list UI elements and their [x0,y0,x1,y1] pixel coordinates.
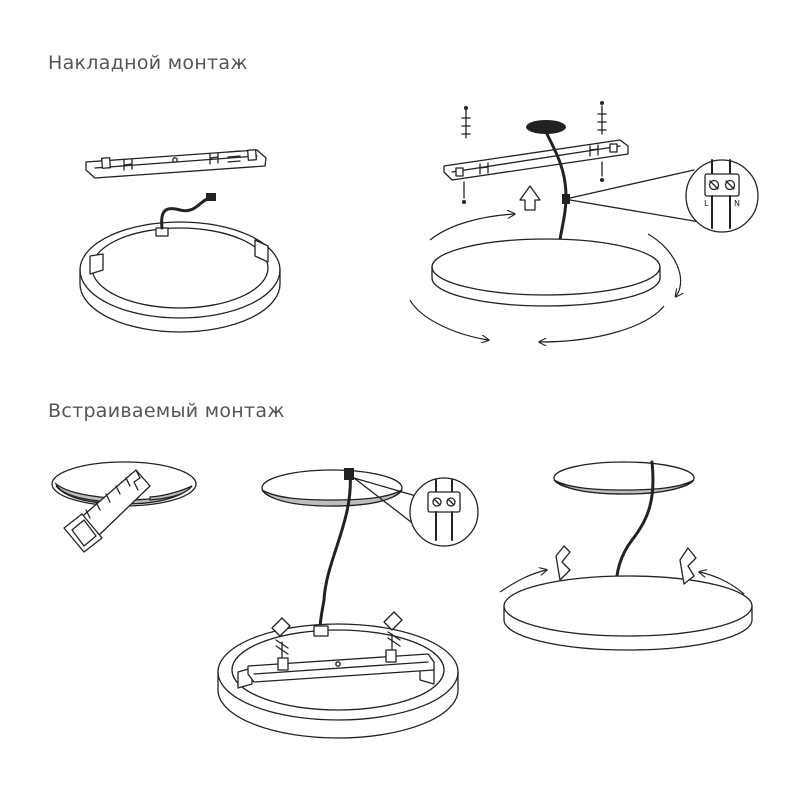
surface-step2-ceiling-hole [526,120,566,134]
rotation-arrows [409,214,681,342]
terminal-label-l: L [704,199,709,208]
recessed-step3-ceiling-cutout [553,461,695,495]
surface-step2-lamp-disc [431,130,661,307]
surface-mount-heading: Накладной монтаж [48,52,248,74]
recessed-mount-heading: Встраиваемый монтаж [48,400,285,422]
saw-icon [63,469,151,553]
surface-step2-terminal-callout: L N [569,159,759,233]
surface-step1-lamp-housing [79,193,281,333]
surface-step1-mounting-bracket [85,149,267,179]
recessed-step3-lamp-disc [503,460,753,651]
up-arrow [519,185,541,211]
surface-step2-anchors [461,101,607,204]
spring-clip-arrows [499,570,745,595]
recessed-step2-ceiling-cutout [261,469,403,507]
terminal-label-n: N [734,199,740,208]
recessed-step2-terminal-callout [353,477,479,547]
surface-step2-mounting-bracket [443,139,629,181]
recessed-step2-lamp-housing [217,468,459,739]
